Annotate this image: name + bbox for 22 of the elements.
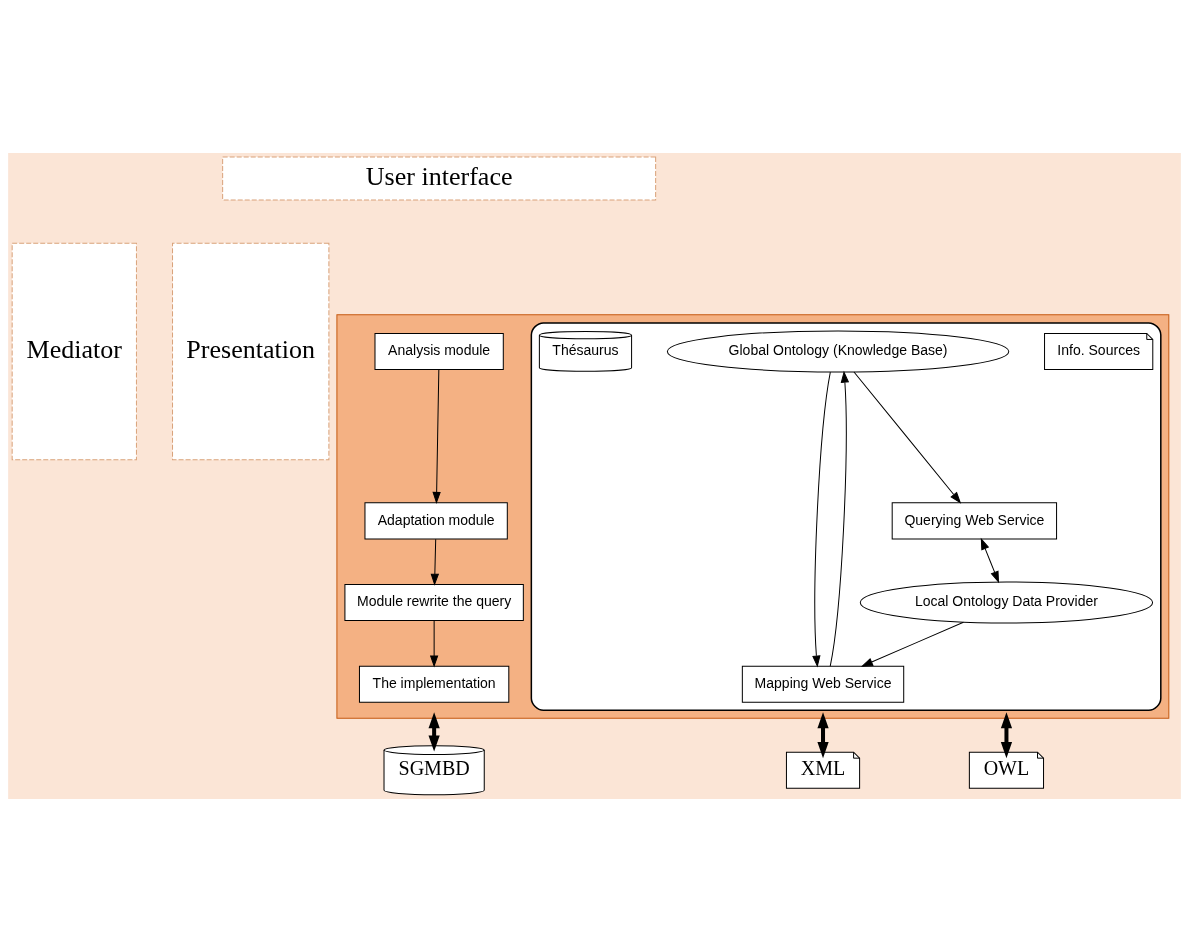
node-box: The implementation [358,665,510,703]
node-ellipse: Local Ontology Data Provider [859,581,1154,624]
node-box: Querying Web Service [891,502,1058,540]
arrow [853,371,961,503]
node-box: Module rewrite the query [344,584,524,622]
arrow [430,538,439,585]
arrow [980,538,999,583]
node-box: Adaptation module [364,502,508,540]
node-box: User interface [222,156,657,201]
arrow [861,621,964,667]
node-box: Mapping Web Service [741,665,905,703]
cluster [530,322,1162,712]
node-ellipse: Global Ontology (Knowledge Base) [666,330,1010,373]
arrow [432,369,441,503]
node-box: Mediator [11,242,137,461]
node-box: Presentation [172,242,330,461]
arrow [1000,712,1013,759]
arrow [430,620,439,667]
cluster [336,314,1170,719]
node-box: Analysis module [374,332,504,370]
arrow [829,371,849,667]
arrow [812,371,831,667]
